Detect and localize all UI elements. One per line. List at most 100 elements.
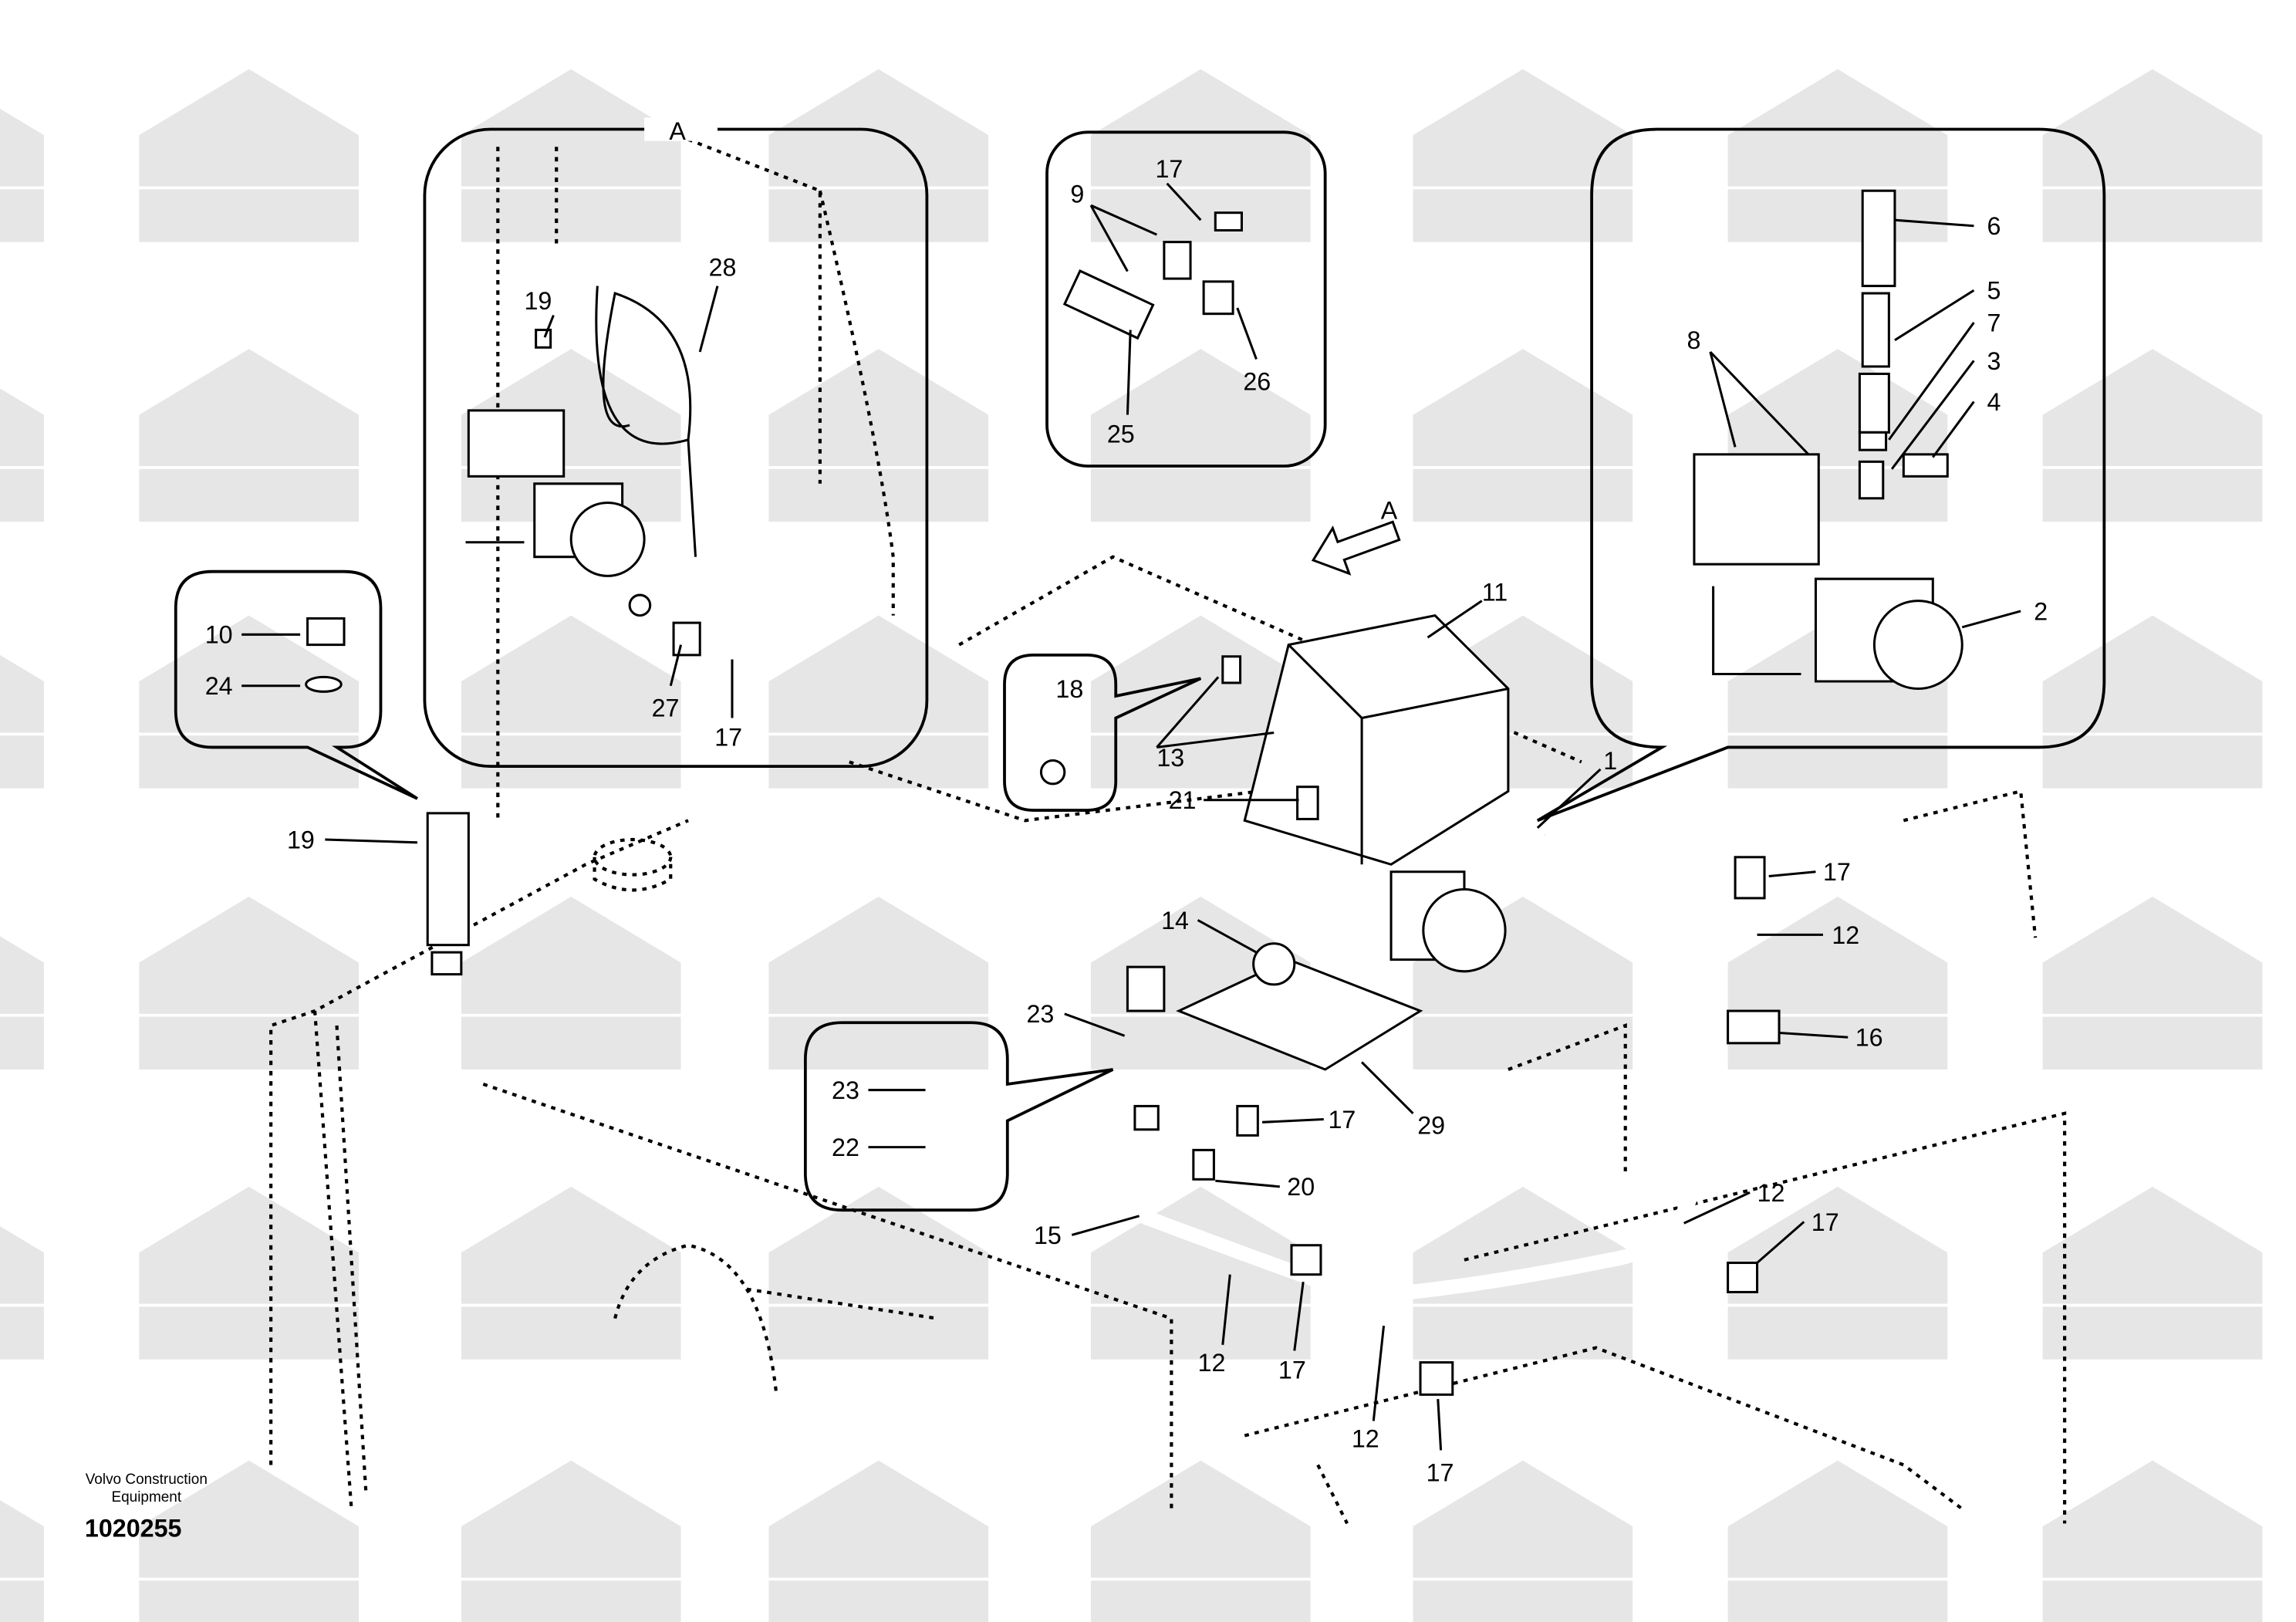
- watermark-band: [768, 735, 989, 789]
- watermark-band: [461, 1016, 681, 1070]
- watermark-logo-shape: [1727, 1186, 1948, 1304]
- part-label: 1: [1603, 747, 1617, 775]
- watermark-band: [2042, 189, 2263, 242]
- watermark-band: [0, 1580, 44, 1622]
- watermark-band: [0, 1306, 44, 1360]
- watermark-band: [1090, 1580, 1311, 1622]
- part-label: 22: [832, 1134, 859, 1161]
- part-label: 17: [1811, 1208, 1839, 1236]
- part-label: 12: [1757, 1179, 1785, 1207]
- watermark-logo-shape: [0, 108, 44, 187]
- watermark-band: [1413, 1016, 1633, 1070]
- watermark-logo-shape: [2042, 1186, 2263, 1304]
- watermark-band: [461, 1306, 681, 1360]
- watermark-band: [139, 735, 359, 789]
- part-label: 3: [1987, 347, 2001, 375]
- company-name-line1: Volvo Construction: [86, 1472, 208, 1488]
- part-label: 8: [1687, 326, 1700, 354]
- part-label: 23: [832, 1076, 859, 1104]
- watermark-logo-shape: [1090, 349, 1311, 467]
- watermark-logo-shape: [461, 897, 681, 1014]
- watermark-band: [2042, 1016, 2263, 1070]
- watermark-logo-shape: [0, 936, 44, 1014]
- watermark-band: [0, 189, 44, 242]
- bracket-detail-box: [1045, 130, 1327, 468]
- part-label: 5: [1987, 277, 2001, 305]
- watermark-band: [461, 189, 681, 242]
- part-label: 17: [1823, 858, 1851, 886]
- watermark-band: [139, 1580, 359, 1622]
- watermark-band: [139, 1306, 359, 1360]
- watermark-logo-shape: [1727, 349, 1948, 467]
- part-label: 26: [1243, 367, 1271, 395]
- watermark-logo-shape: [1727, 897, 1948, 1014]
- title-gap: [644, 117, 718, 141]
- watermark-band: [1727, 735, 1948, 789]
- watermark-logo-shape: [139, 615, 359, 733]
- watermark-band: [461, 1580, 681, 1622]
- watermark-band: [1413, 1580, 1633, 1622]
- part-label: 18: [1055, 675, 1083, 703]
- watermark-band: [1727, 189, 1948, 242]
- part-label: 17: [1278, 1356, 1306, 1384]
- watermark-band: [1727, 1306, 1948, 1360]
- part-label: 19: [287, 826, 315, 853]
- machine-frame-outline: [269, 137, 2067, 1525]
- pump-parts: [1693, 189, 1963, 691]
- watermark-band: [2042, 1306, 2263, 1360]
- watermark-band: [768, 189, 989, 242]
- watermark-band: [1727, 1580, 1948, 1622]
- bracket-parts: [1062, 211, 1243, 340]
- cap-detail-box: [174, 569, 418, 800]
- watermark-logo-shape: [768, 1186, 989, 1304]
- fitting-detail-box: [803, 1021, 1114, 1212]
- part-label: 9: [1070, 180, 1084, 208]
- watermark-band: [0, 1016, 44, 1070]
- watermark-logo-shape: [1090, 69, 1311, 187]
- watermark-logo-shape: [139, 1460, 359, 1578]
- watermark-logo-shape: [768, 69, 989, 187]
- watermark-band: [2042, 468, 2263, 522]
- watermark-band: [768, 1016, 989, 1070]
- part-label: 11: [1482, 579, 1508, 607]
- watermark-logo-shape: [2042, 615, 2263, 733]
- part-label: 7: [1987, 309, 2001, 336]
- part-label: 12: [1352, 1425, 1379, 1453]
- part-labels: A A 28 19 27 17 17 9 25 26 6 5 7 3 4 8 2…: [205, 117, 2048, 1487]
- watermark-logo-shape: [0, 388, 44, 467]
- watermark-band: [1413, 189, 1633, 242]
- watermark-logo-shape: [1413, 897, 1633, 1014]
- part-label: 23: [1026, 1000, 1054, 1028]
- watermark-logo-shape: [139, 1186, 359, 1304]
- watermark-logo-shape: [1413, 1186, 1633, 1304]
- part-label: 15: [1034, 1222, 1062, 1249]
- part-label: 10: [205, 621, 233, 649]
- watermark-logo-shape: [461, 1186, 681, 1304]
- main-assembly-parts: [305, 520, 1781, 1396]
- watermark-logo-shape: [0, 1499, 44, 1578]
- watermark-logo-shape: [1727, 1460, 1948, 1578]
- part-label: 21: [1169, 786, 1197, 814]
- part-label: 19: [524, 287, 552, 315]
- pump-detail-box: [1536, 127, 2106, 823]
- watermark-logo-shape: [2042, 1460, 2263, 1578]
- watermark-band: [139, 189, 359, 242]
- watermark-band: [1090, 468, 1311, 522]
- watermark-band: [2042, 735, 2263, 789]
- part-label: 24: [205, 672, 233, 700]
- watermark-logo-shape: [768, 615, 989, 733]
- watermark-band: [1413, 468, 1633, 522]
- part-label: 2: [2034, 597, 2048, 625]
- part-label: 6: [1987, 212, 2001, 240]
- watermark-band: [0, 735, 44, 789]
- watermark-band: [139, 1016, 359, 1070]
- watermark-band: [1090, 1306, 1311, 1360]
- watermark-logo-shape: [139, 69, 359, 187]
- part-label: 17: [1155, 155, 1183, 183]
- part-label: 16: [1855, 1024, 1883, 1052]
- watermark-logo-shape: [768, 1460, 989, 1578]
- leader-lines: [241, 182, 2021, 1451]
- part-label: 13: [1156, 744, 1184, 772]
- watermark-logo-shape: [2042, 69, 2263, 187]
